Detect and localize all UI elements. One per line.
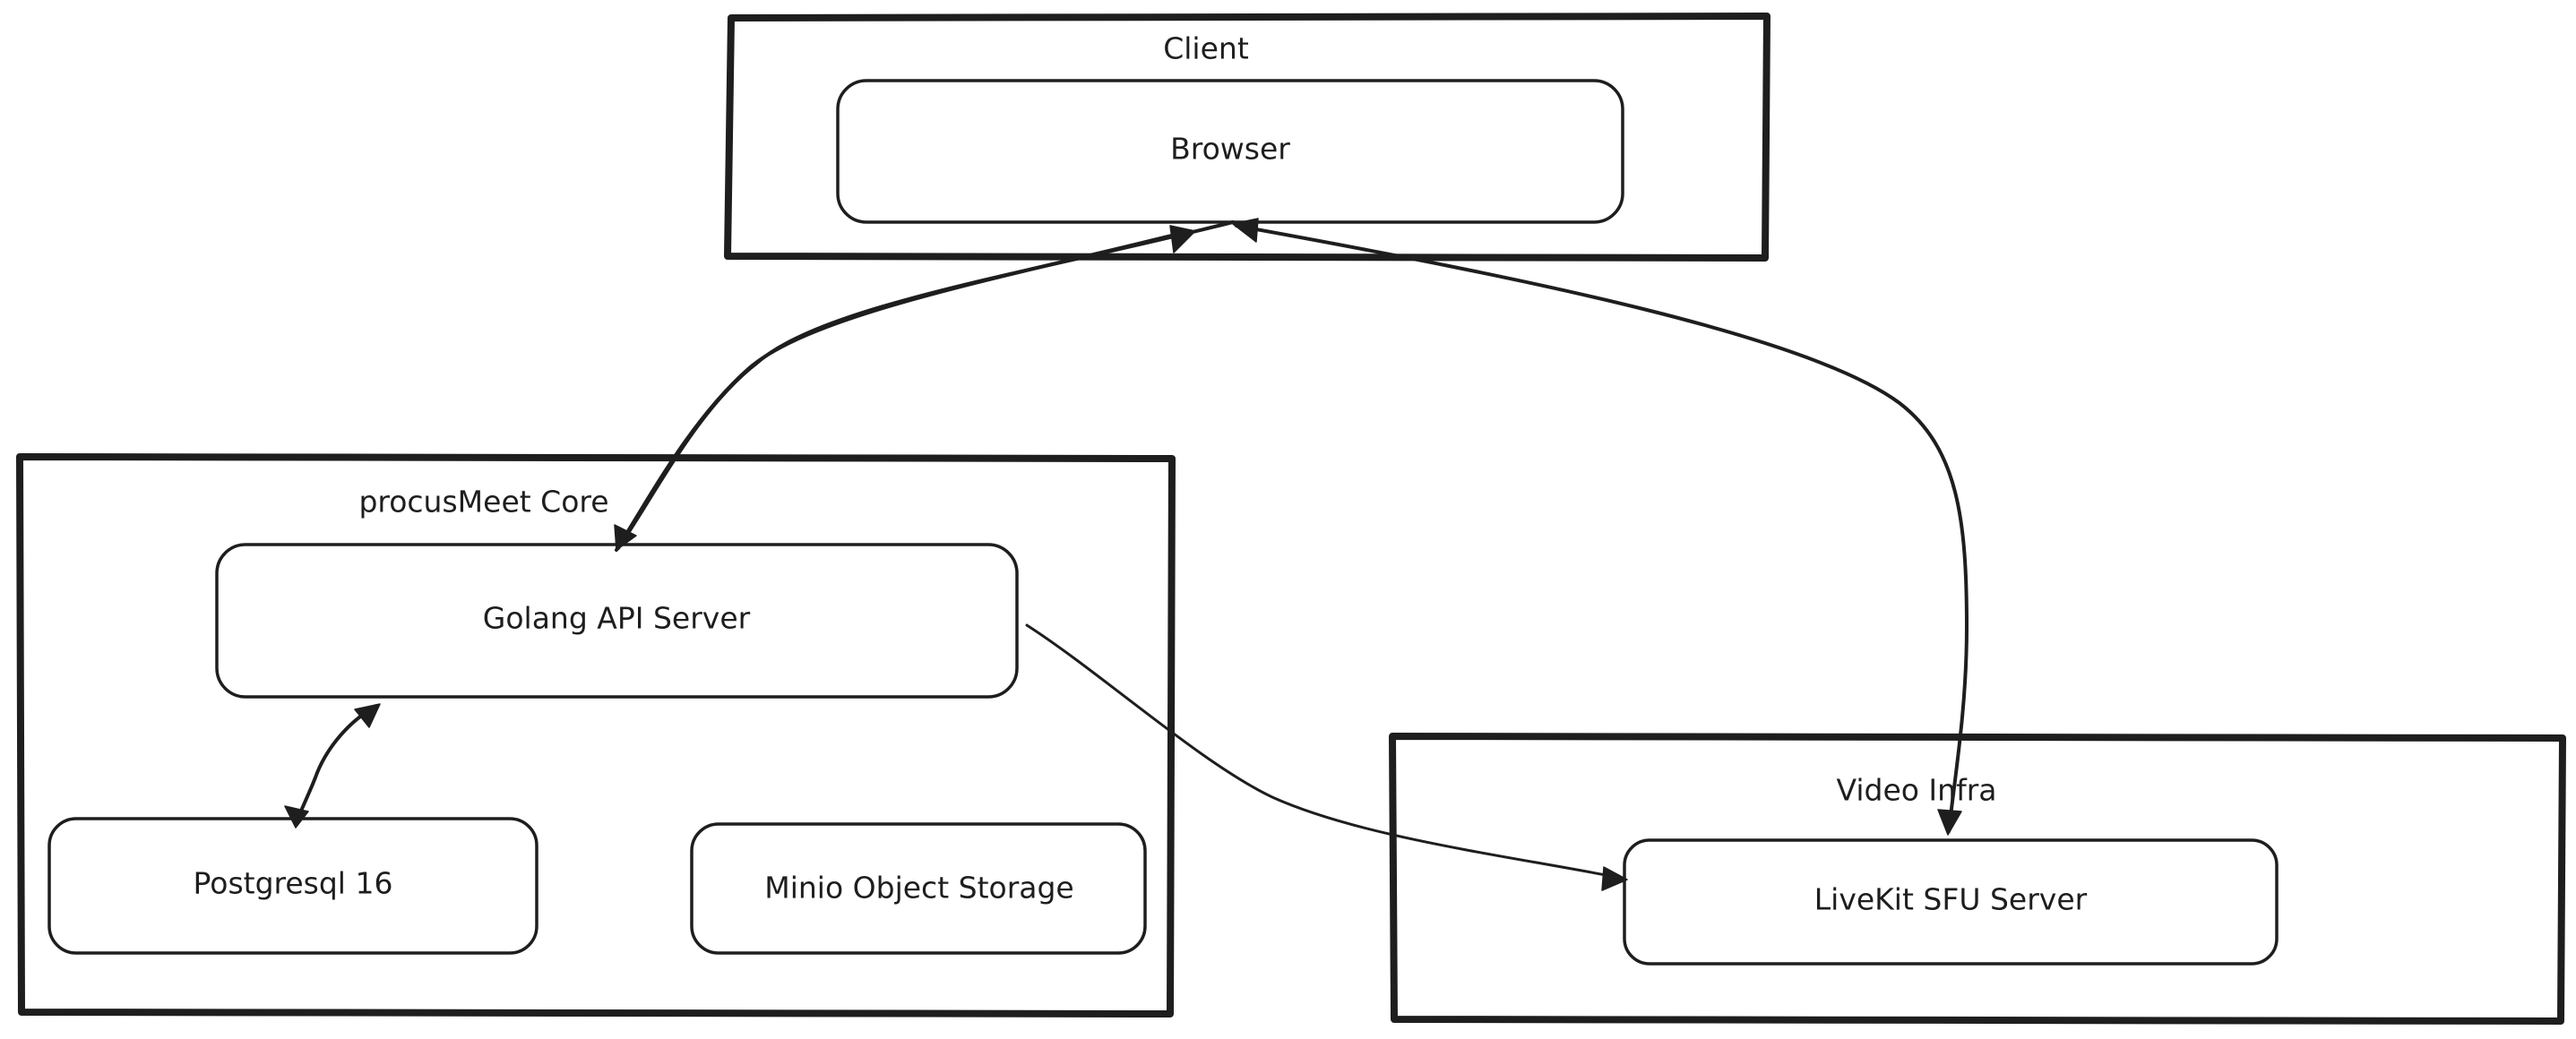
- node-postgres: Postgresql 16: [47, 817, 538, 955]
- group-core-title: procusMeet Core: [358, 485, 608, 520]
- edge-browser-livekit: [1232, 218, 1969, 836]
- edge-api-postgres-arrowhead-top: [354, 703, 381, 728]
- group-client: Client: [724, 13, 1770, 262]
- node-livekit-label: LiveKit SFU Server: [1814, 882, 2088, 917]
- edge-browser-livekit-arrowhead-top: [1232, 218, 1259, 243]
- node-browser: Browser: [836, 79, 1624, 224]
- edge-browser-livekit-arrowhead-bottom: [1937, 809, 1962, 836]
- node-minio-label: Minio Object Storage: [764, 871, 1074, 906]
- group-client-title: Client: [1163, 31, 1249, 66]
- edge-api-livekit: [1025, 623, 1628, 891]
- edge-browser-api: [614, 220, 1235, 552]
- edge-browser-api-line: [616, 220, 1235, 550]
- edge-browser-api-line-2: [615, 229, 1192, 552]
- node-postgres-label: Postgresql 16: [194, 866, 393, 901]
- group-core-frame: [16, 453, 1176, 1018]
- node-minio: Minio Object Storage: [690, 822, 1147, 955]
- edge-api-livekit-arrowhead: [1601, 866, 1628, 891]
- node-minio-box: [690, 822, 1147, 955]
- group-video-frame: [1389, 733, 2566, 1025]
- edge-api-postgres-line: [294, 704, 378, 826]
- edge-browser-livekit-line: [1235, 224, 1969, 833]
- node-api-server: Golang API Server: [215, 543, 1019, 699]
- node-livekit-box: [1623, 838, 2279, 966]
- node-api-server-label: Golang API Server: [483, 601, 751, 636]
- edge-browser-api-arrowhead-bottom: [614, 524, 637, 551]
- node-livekit: LiveKit SFU Server: [1623, 838, 2279, 966]
- edge-browser-api-arrowhead-top: [1169, 225, 1196, 253]
- group-client-frame: [724, 13, 1770, 262]
- edge-api-postgres: [284, 703, 381, 829]
- edge-api-postgres-arrowhead-bottom: [284, 805, 309, 829]
- node-browser-label: Browser: [1170, 132, 1290, 167]
- edge-api-livekit-line: [1025, 623, 1622, 880]
- group-video-title: Video Infra: [1836, 773, 1996, 808]
- group-core: procusMeet Core: [16, 453, 1176, 1018]
- group-video: Video Infra: [1389, 733, 2566, 1025]
